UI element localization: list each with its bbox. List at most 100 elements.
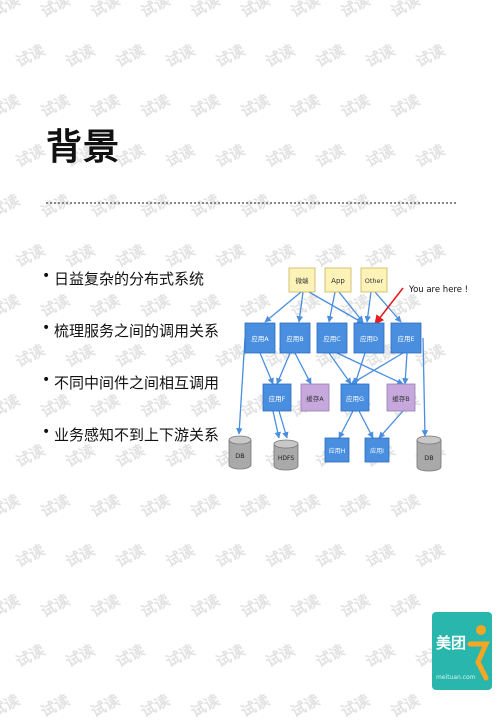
watermark-text: 试读	[387, 0, 423, 21]
watermark-text: 试读	[262, 140, 298, 171]
bullet-item: •梳理服务之间的调用关系	[42, 320, 219, 372]
watermark-text: 试读	[287, 0, 323, 21]
watermark-text: 试读	[112, 540, 148, 571]
bullet-list: •日益复杂的分布式系统 •梳理服务之间的调用关系 •不同中间件之间相互调用 •业…	[42, 268, 219, 476]
service-label: 应用B	[286, 334, 303, 343]
watermark-text: 试读	[312, 540, 348, 571]
db-left-node: DB	[228, 435, 252, 470]
watermark-text: 试读	[12, 40, 48, 71]
service-label: 应用E	[397, 334, 414, 343]
watermark-text: 试读	[187, 490, 223, 521]
bullet-text: 梳理服务之间的调用关系	[54, 322, 220, 340]
watermark-text: 试读	[362, 540, 398, 571]
watermark-text: 试读	[112, 640, 148, 671]
service-e-node: 应用E	[390, 322, 422, 354]
watermark-text: 试读	[37, 0, 73, 21]
edge	[276, 352, 291, 385]
edge	[278, 410, 289, 439]
watermark-text: 试读	[162, 540, 198, 571]
watermark-text: 试读	[287, 490, 323, 521]
edge	[272, 410, 281, 439]
watermark-text: 试读	[412, 40, 448, 71]
bullet-dot: •	[42, 424, 51, 440]
other-node: Other	[360, 267, 388, 293]
service-label: 应用A	[251, 334, 269, 343]
watermark-text: 试读	[12, 240, 48, 271]
edge	[236, 337, 246, 435]
service-h-node: 应用H	[324, 437, 350, 463]
edge	[350, 352, 404, 385]
watermark-text: 试读	[387, 590, 423, 621]
watermark-text: 试读	[187, 90, 223, 121]
bullet-item: •不同中间件之间相互调用	[42, 372, 219, 424]
db-label: DB	[235, 452, 244, 460]
client-label: 微端	[296, 276, 310, 285]
watermark-text: 试读	[0, 490, 23, 521]
db-right-node: DB	[416, 435, 442, 472]
annotation-arrow	[374, 287, 404, 325]
watermark-text: 试读	[12, 140, 48, 171]
watermark-text: 试读	[62, 240, 98, 271]
watermark-text: 试读	[337, 190, 373, 221]
watermark-text: 试读	[162, 140, 198, 171]
bullet-item: •日益复杂的分布式系统	[42, 268, 219, 320]
watermark-text: 试读	[62, 40, 98, 71]
bullet-text: 不同中间件之间相互调用	[54, 374, 220, 392]
client-node: 微端	[288, 267, 316, 293]
service-label: 应用D	[360, 334, 378, 343]
watermark-text: 试读	[387, 490, 423, 521]
watermark-text: 试读	[212, 540, 248, 571]
service-g-node: 应用G	[340, 383, 370, 412]
watermark-text: 试读	[262, 540, 298, 571]
watermark-text: 试读	[337, 590, 373, 621]
bullet-text: 业务感知不到上下游关系	[54, 426, 220, 444]
watermark-text: 试读	[112, 240, 148, 271]
watermark-text: 试读	[362, 40, 398, 71]
watermark-text: 试读	[237, 490, 273, 521]
watermark-text: 试读	[137, 90, 173, 121]
service-label: 应用H	[329, 447, 346, 455]
watermark-text: 试读	[87, 190, 123, 221]
edge	[364, 291, 372, 323]
watermark-text: 试读	[162, 40, 198, 71]
watermark-text: 试读	[337, 490, 373, 521]
watermark-text: 试读	[0, 0, 23, 21]
watermark-text: 试读	[237, 190, 273, 221]
watermark-text: 试读	[0, 190, 23, 221]
watermark-text: 试读	[12, 640, 48, 671]
watermark-text: 试读	[87, 590, 123, 621]
app-label: App	[331, 277, 345, 285]
edges	[236, 291, 429, 439]
watermark-text: 试读	[87, 0, 123, 21]
watermark-text: 试读	[37, 590, 73, 621]
service-b-node: 应用B	[279, 322, 311, 354]
watermark-text: 试读	[187, 590, 223, 621]
logo-url: meituan.com	[436, 674, 476, 681]
watermark-text: 试读	[62, 540, 98, 571]
edge	[326, 291, 336, 323]
service-label: 应用F	[269, 394, 286, 403]
watermark-text: 试读	[137, 490, 173, 521]
watermark-text: 试读	[412, 140, 448, 171]
annotation-text: You are here !	[408, 285, 468, 295]
watermark-text: 试读	[212, 640, 248, 671]
cache-a-node: 缓存A	[300, 383, 330, 412]
edge	[296, 291, 304, 323]
watermark-text: 试读	[187, 190, 223, 221]
service-c-node: 应用C	[316, 322, 348, 354]
hdfs-node: HDFS	[273, 439, 299, 471]
watermark-text: 试读	[312, 640, 348, 671]
service-a-node: 应用A	[244, 322, 276, 354]
bullet-item: •业务感知不到上下游关系	[42, 424, 219, 476]
cache-b-node: 缓存B	[386, 383, 416, 412]
edge	[308, 291, 364, 324]
watermark-text: 试读	[162, 640, 198, 671]
watermark-text: 试读	[387, 90, 423, 121]
watermark-text: 试读	[0, 90, 23, 121]
watermark-text: 试读	[412, 540, 448, 571]
service-label: 应用G	[346, 394, 364, 403]
watermark-text: 试读	[0, 390, 23, 421]
slide-title: 背景	[46, 127, 121, 168]
watermark-text: 试读	[337, 90, 373, 121]
watermark-text: 试读	[37, 190, 73, 221]
